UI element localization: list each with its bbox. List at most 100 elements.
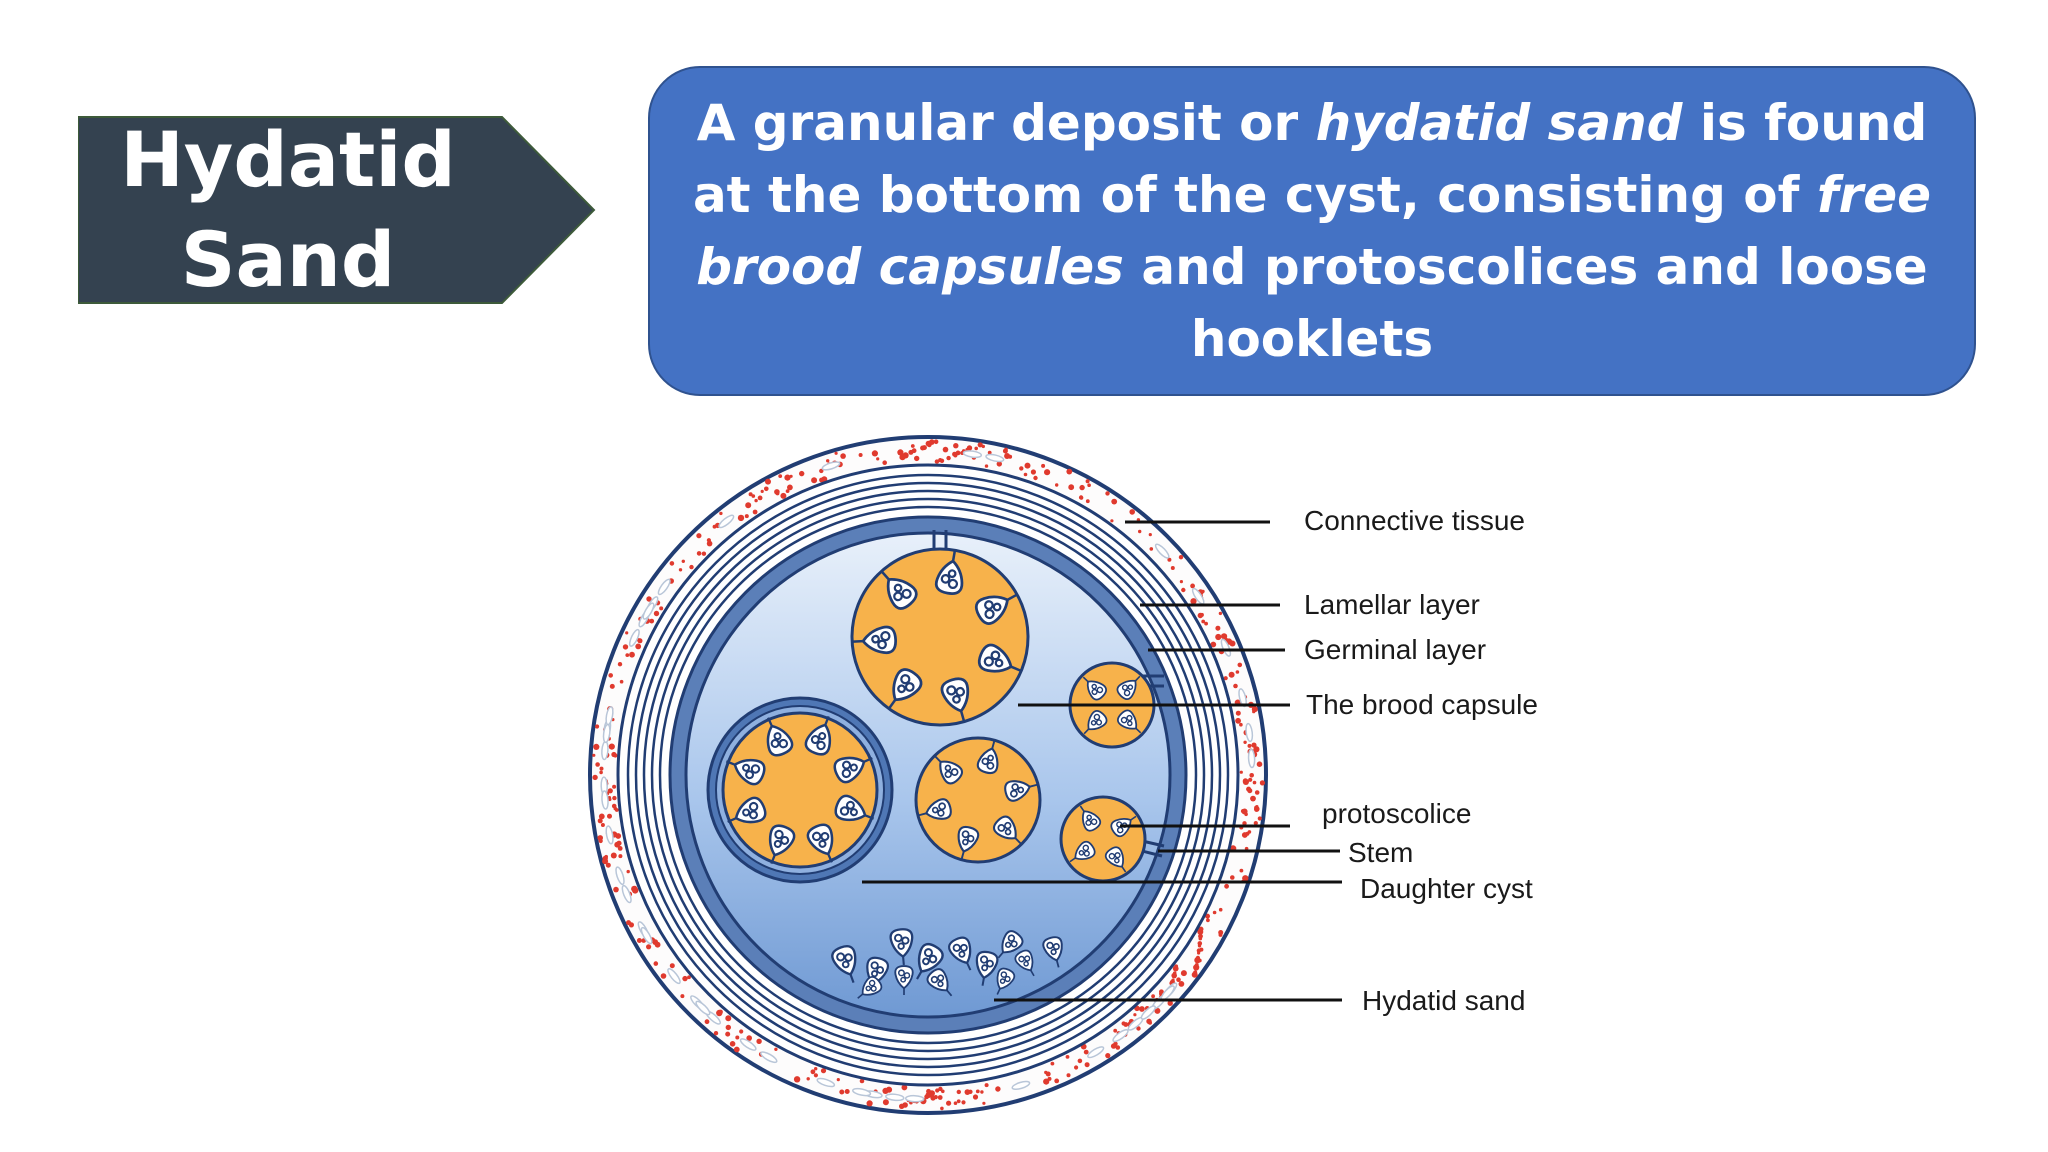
tissue-fiber [1087, 1046, 1105, 1059]
sand-particle [894, 965, 914, 996]
slide-title: Hydatid Sand [78, 115, 498, 305]
tissue-dot [646, 596, 652, 602]
tissue-dot [1243, 740, 1247, 744]
protoscolex [853, 625, 897, 655]
protoscolex [806, 823, 834, 863]
tissue-dot [636, 938, 642, 943]
tissue-fiber [601, 740, 609, 761]
protoscolex [918, 798, 952, 820]
tissue-dot [1248, 777, 1253, 782]
tissue-dot [716, 1009, 723, 1017]
tissue-dot [617, 662, 623, 667]
tissue-dot [981, 444, 985, 449]
protoscolex [940, 677, 970, 721]
tissue-fiber [1140, 1005, 1156, 1020]
tissue-dot [696, 551, 702, 556]
tissue-dot [1201, 589, 1205, 594]
tissue-dot [1033, 475, 1038, 481]
tissue-dot [1154, 1007, 1161, 1014]
tissue-fiber [657, 578, 671, 596]
tissue-dot [1023, 472, 1028, 477]
tissue-fiber [1112, 1028, 1129, 1043]
tissue-dot [1105, 491, 1110, 496]
tissue-dot [1085, 499, 1090, 504]
tissue-dot [1256, 761, 1263, 767]
tissue-dot [600, 823, 605, 827]
tissue-dot [940, 1106, 944, 1111]
label-connective-tissue: Connective tissue [1304, 505, 1525, 536]
tissue-dot [737, 514, 745, 522]
tissue-dot [725, 1015, 732, 1022]
tissue-dot [1259, 780, 1265, 786]
tissue-dot [840, 453, 846, 459]
sand-particle [948, 936, 972, 971]
tissue-dot [933, 439, 939, 445]
connective-tissue-dots [592, 439, 1265, 1111]
tissue-dot [625, 653, 630, 657]
tissue-dot [622, 644, 629, 650]
tissue-dot [1087, 483, 1091, 488]
tissue-fiber [621, 884, 632, 904]
tissue-dot [787, 484, 793, 491]
title-line-2: Sand [180, 215, 396, 304]
tissue-dot [806, 1077, 810, 1081]
tissue-dot [968, 1089, 973, 1095]
tissue-dot [678, 568, 683, 572]
tissue-dot [882, 1087, 889, 1094]
tissue-dot [1068, 484, 1075, 491]
tissue-dot [1252, 706, 1256, 711]
tissue-dot [834, 451, 838, 455]
tissue-dot [984, 464, 989, 468]
tissue-dot [774, 489, 780, 495]
tissue-dot [1178, 981, 1185, 987]
protoscolex [934, 551, 964, 595]
tissue-dot [619, 679, 624, 684]
tissue-dot [1111, 498, 1118, 505]
tissue-dot [1197, 951, 1201, 955]
protoscolex [1069, 840, 1096, 863]
tissue-dot [593, 743, 600, 751]
tissue-dot [752, 509, 758, 515]
tissue-dot [774, 1047, 778, 1052]
tissue-dot [704, 1019, 710, 1025]
sand-particle [831, 945, 857, 984]
tissue-dot [1047, 1076, 1052, 1081]
tissue-dot [844, 1089, 850, 1094]
sand-particle [1042, 936, 1063, 968]
tissue-dot [1024, 462, 1031, 469]
tissue-dot [1247, 788, 1253, 794]
tissue-dot [725, 1024, 731, 1031]
tissue-dot [1179, 580, 1183, 584]
tissue-dot [1050, 1061, 1055, 1066]
tissue-dot [1252, 780, 1257, 785]
tissue-dot [1172, 965, 1179, 972]
tissue-dot [972, 1094, 979, 1100]
tissue-fiber [605, 825, 614, 845]
tissue-dot [1030, 469, 1036, 475]
label-lamellar-layer: Lamellar layer [1304, 589, 1480, 620]
tissue-dot [1199, 947, 1204, 952]
tissue-dot [1252, 710, 1256, 714]
tissue-dot [810, 1069, 816, 1075]
tissue-dot [938, 1086, 943, 1092]
tissue-dot [1244, 812, 1248, 817]
tissue-dot [1224, 883, 1229, 889]
tissue-dot [814, 1067, 818, 1071]
tissue-dot [706, 540, 713, 547]
tissue-dot [757, 495, 763, 501]
tissue-dot [598, 838, 603, 844]
tissue-dot [1254, 806, 1260, 812]
tissue-dot [607, 813, 612, 819]
tissue-dot [1181, 587, 1186, 593]
tissue-dot [1199, 612, 1204, 617]
tissue-dot [866, 1100, 873, 1107]
tissue-dot [592, 774, 598, 781]
tissue-dot [608, 673, 613, 678]
tissue-dot [751, 494, 756, 498]
tissue-dot [1079, 484, 1085, 491]
tissue-dot [592, 753, 596, 757]
protoscolex [833, 756, 873, 784]
tissue-dot [602, 855, 608, 862]
tissue-dot [984, 1083, 989, 1088]
tissue-fiber [1154, 543, 1170, 559]
